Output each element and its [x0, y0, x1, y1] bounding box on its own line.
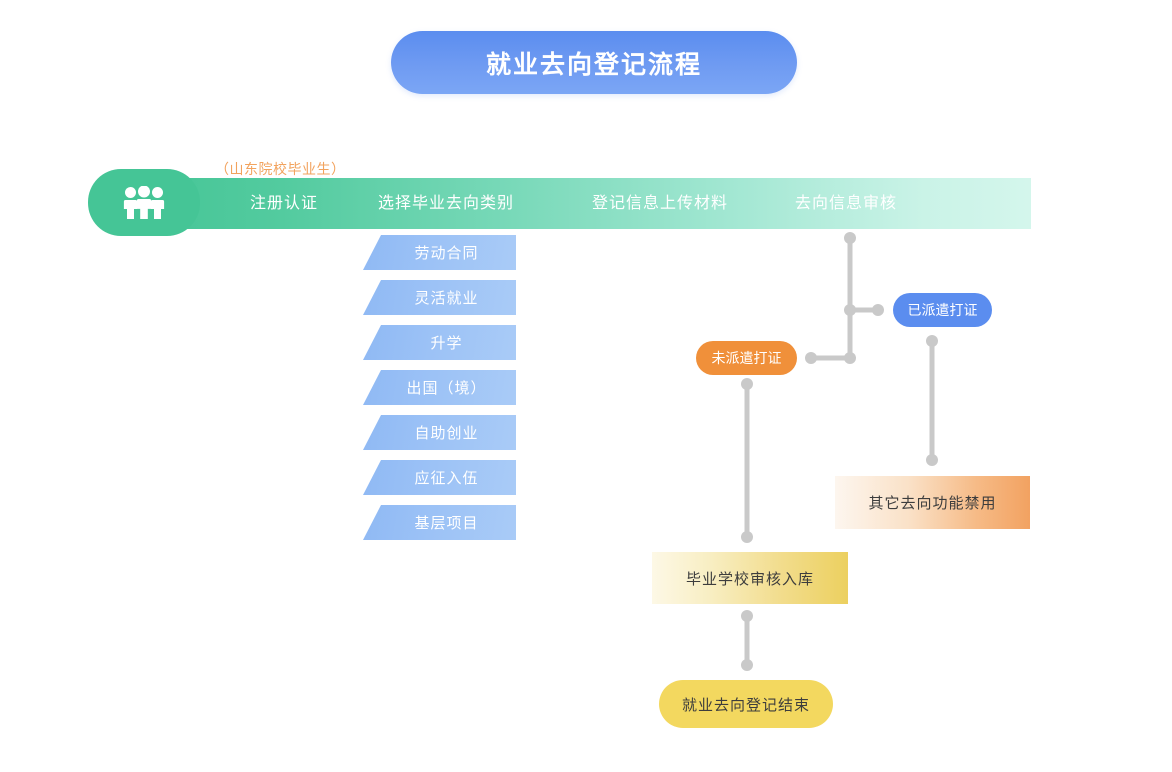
category-item-grassroots-project[interactable]: 基层项目 [363, 505, 516, 540]
category-item-going-abroad[interactable]: 出国（境） [363, 370, 516, 405]
node-end: 就业去向登记结束 [659, 680, 833, 728]
category-item-further-study[interactable]: 升学 [363, 325, 516, 360]
people-group-icon [121, 185, 167, 220]
category-label: 灵活就业 [414, 290, 479, 307]
chart-title-pill: 就业去向登记流程 [391, 31, 797, 94]
category-item-military-enlistment[interactable]: 应征入伍 [363, 460, 516, 495]
node-label: 未派遣打证 [711, 350, 782, 366]
node-label: 已派遣打证 [907, 302, 978, 318]
node-other-disabled: 其它去向功能禁用 [835, 476, 1030, 529]
node-school-review: 毕业学校审核入库 [652, 552, 848, 604]
category-label: 自助创业 [414, 425, 479, 442]
stage-item-select-category: 选择毕业去向类别 [378, 195, 515, 212]
node-dispatched[interactable]: 已派遣打证 [893, 293, 992, 327]
category-label: 基层项目 [414, 515, 479, 532]
category-label: 升学 [430, 335, 463, 352]
node-not-dispatched[interactable]: 未派遣打证 [696, 341, 797, 375]
category-item-self-employment[interactable]: 自助创业 [363, 415, 516, 450]
stage-item-review: 去向信息审核 [795, 195, 898, 212]
category-item-flexible-employment[interactable]: 灵活就业 [363, 280, 516, 315]
node-label: 就业去向登记结束 [681, 696, 810, 714]
category-label: 应征入伍 [414, 470, 479, 487]
stage-item-upload-materials: 登记信息上传材料 [592, 195, 729, 212]
stage-item-register: 注册认证 [250, 195, 319, 212]
node-label: 毕业学校审核入库 [685, 570, 814, 588]
page-title: 就业去向登记流程 [485, 50, 702, 79]
people-group-badge [88, 169, 200, 236]
category-item-labor-contract[interactable]: 劳动合同 [363, 235, 516, 270]
category-label: 劳动合同 [414, 245, 479, 262]
category-label: 出国（境） [406, 380, 487, 397]
node-label: 其它去向功能禁用 [868, 495, 997, 512]
stage-bar: 注册认证 选择毕业去向类别 登记信息上传材料 去向信息审核 [140, 178, 1031, 229]
audience-note: （山东院校毕业生） [215, 161, 346, 177]
